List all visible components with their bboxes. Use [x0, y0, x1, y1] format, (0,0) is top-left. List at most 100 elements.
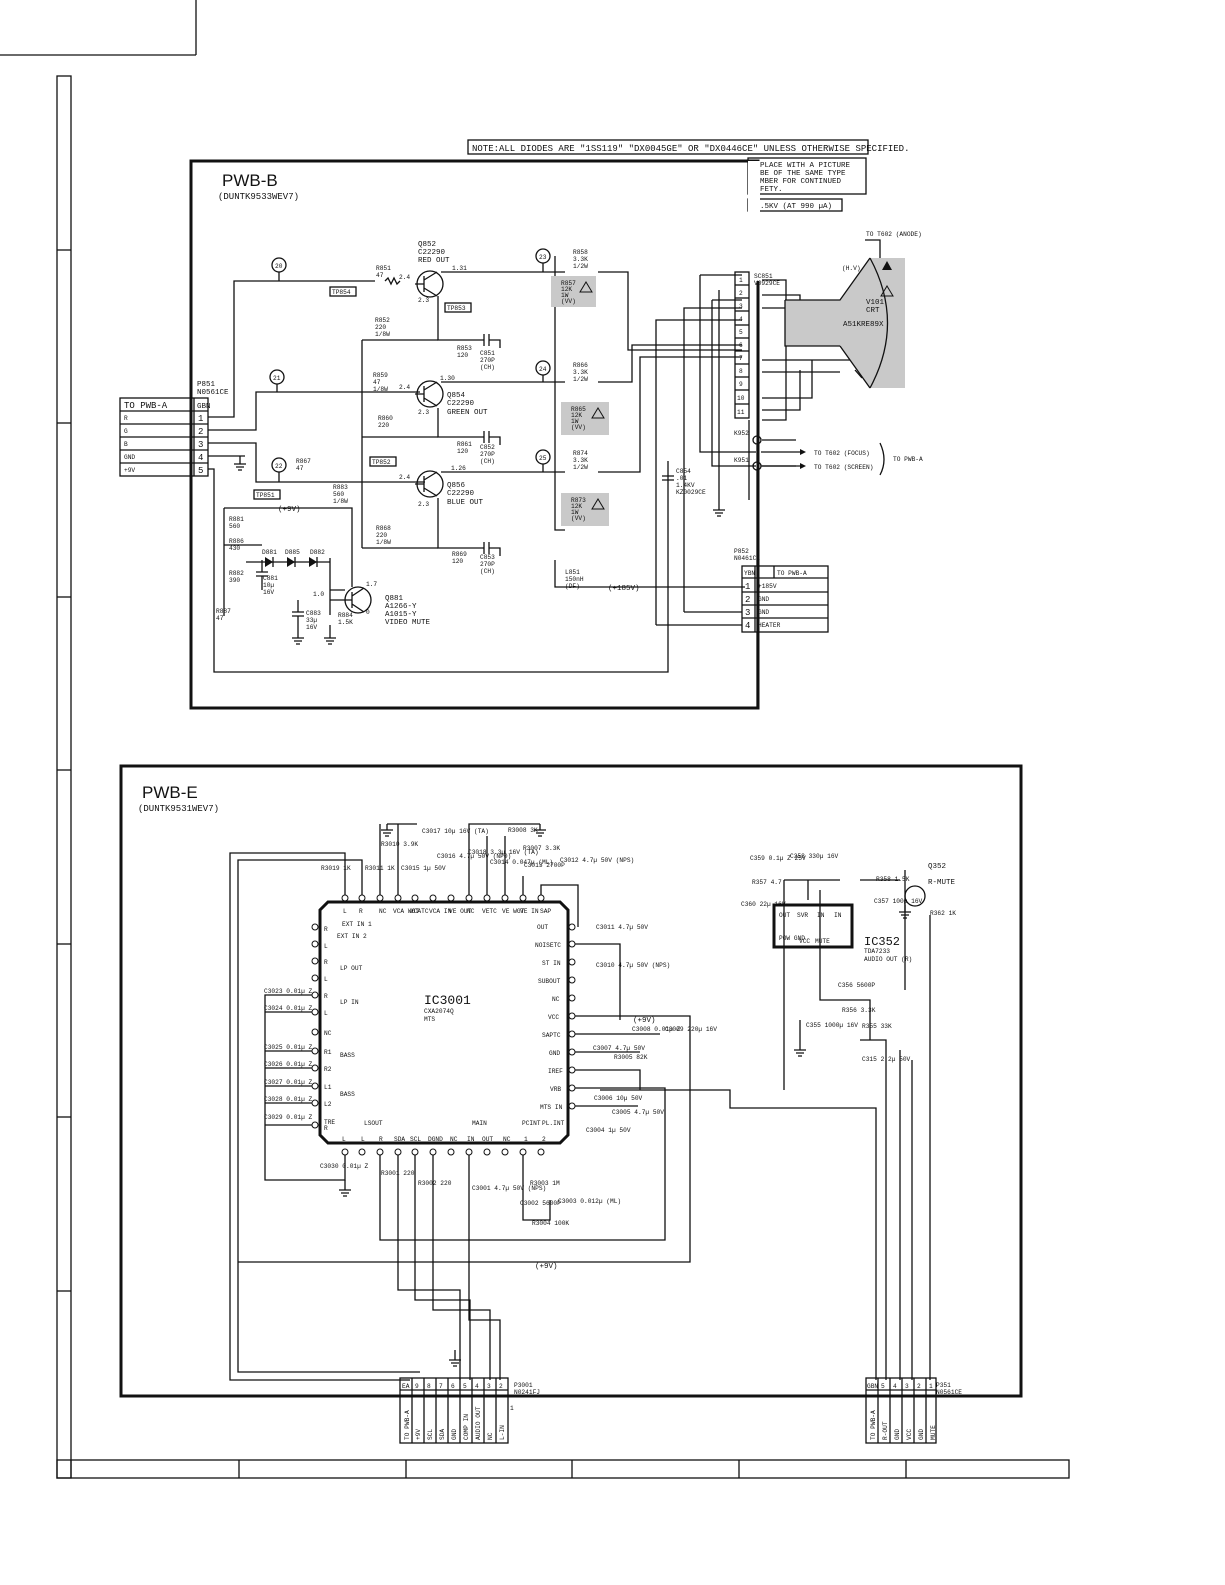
svg-text:EA: EA [402, 1383, 410, 1390]
svg-text:LSOUT: LSOUT [364, 1120, 383, 1127]
svg-text:220: 220 [376, 532, 387, 539]
svg-text:C3011 4.7µ 50V: C3011 4.7µ 50V [596, 924, 648, 931]
svg-text:TO PWB-A: TO PWB-A [124, 401, 168, 411]
svg-text:3: 3 [905, 1383, 909, 1390]
svg-text:3.3K: 3.3K [573, 457, 588, 464]
svg-text:C3018 3.3µ 16V (TA): C3018 3.3µ 16V (TA) [468, 849, 539, 856]
svg-text:D882: D882 [310, 549, 325, 556]
svg-text:KZ0029CE: KZ0029CE [676, 489, 706, 496]
svg-text:A51KRE89X: A51KRE89X [843, 321, 884, 329]
svg-text:A1015-Y: A1015-Y [385, 611, 417, 619]
svg-text:YBN: YBN [744, 570, 755, 577]
svg-text:C853: C853 [480, 554, 495, 561]
svg-text:1/2W: 1/2W [573, 376, 588, 383]
svg-text:RED OUT: RED OUT [418, 257, 450, 265]
rail-185v: (+185V) [608, 585, 640, 593]
page-frame [0, 0, 1070, 1479]
svg-text:GND: GND [549, 1050, 560, 1057]
svg-text:TRE: TRE [324, 1119, 335, 1126]
svg-text:R884: R884 [338, 612, 353, 619]
svg-text:R873: R873 [571, 497, 586, 504]
svg-text:VRB: VRB [550, 1086, 561, 1093]
svg-text:VETC: VETC [482, 908, 497, 915]
svg-text:390: 390 [229, 577, 240, 584]
svg-text:R3008 3K: R3008 3K [508, 827, 538, 834]
svg-text:R362 1K: R362 1K [930, 910, 956, 917]
svg-text:SAPTC: SAPTC [542, 1032, 561, 1039]
svg-text:R: R [324, 1125, 328, 1132]
svg-text:150nH: 150nH [565, 576, 584, 583]
svg-text:47: 47 [373, 379, 381, 386]
svg-text:C3008 0.01µ Z: C3008 0.01µ Z [632, 1026, 681, 1033]
svg-text:C3016 4.7µ 50V (NP0): C3016 4.7µ 50V (NP0) [437, 853, 511, 860]
svg-text:C881: C881 [263, 575, 278, 582]
svg-text:R1: R1 [324, 1049, 332, 1056]
marker-23: 23 [535, 248, 551, 272]
safety-resistors: R857 12K 1W (VV) R865 12K 1W (VV) R873 1… [551, 276, 609, 526]
svg-text:(VV): (VV) [571, 424, 586, 431]
svg-text:270P: 270P [480, 561, 495, 568]
svg-text:5: 5 [881, 1383, 885, 1390]
svg-text:IC352: IC352 [864, 935, 900, 949]
svg-text:47: 47 [376, 272, 384, 279]
svg-text:TO T602 (FOCUS): TO T602 (FOCUS) [814, 450, 870, 457]
svg-text:1.31: 1.31 [452, 265, 467, 272]
svg-text:TP853: TP853 [447, 305, 466, 312]
svg-text:7: 7 [439, 1383, 443, 1390]
svg-text:R356 3.3K: R356 3.3K [842, 1007, 876, 1014]
connector-p351: P351 N0561CE GBN 5 4 3 2 1 TO PWB-A R-OU… [865, 1377, 962, 1444]
warning-icon [591, 407, 605, 419]
svg-text:1.4KV: 1.4KV [676, 482, 695, 489]
svg-text:R868: R868 [376, 525, 391, 532]
svg-text:POW GND: POW GND [779, 935, 805, 942]
pwb-e-part: (DUNTK9531WEV7) [138, 804, 219, 814]
svg-text:C3029 0.01µ Z: C3029 0.01µ Z [264, 1114, 313, 1121]
svg-text:NUMBER FOR CONTINUED: NUMBER FOR CONTINUED [751, 178, 842, 186]
svg-text:2.3: 2.3 [418, 297, 429, 304]
svg-text:R860: R860 [378, 415, 393, 422]
svg-text:560: 560 [333, 491, 344, 498]
svg-text:VCC: VCC [548, 1014, 559, 1021]
svg-text:TP854: TP854 [332, 289, 351, 296]
svg-text:N0561CE: N0561CE [197, 389, 229, 397]
diode-note-text: NOTE:ALL DIODES ARE "1SS119" "DX0045GE" … [472, 144, 909, 154]
svg-text:C22290: C22290 [418, 249, 446, 257]
svg-text:2: 2 [739, 290, 743, 297]
marker-21: 21 [269, 369, 285, 392]
svg-text:.01: .01 [676, 475, 687, 482]
svg-text:C854: C854 [676, 468, 691, 475]
svg-text:R3019 1K: R3019 1K [321, 865, 351, 872]
svg-text:4: 4 [475, 1383, 479, 1390]
safety-note: REPLACE WITH A PICTURE TUBE OF THE SAME … [747, 157, 867, 212]
svg-text:A1266-Y: A1266-Y [385, 603, 417, 611]
svg-text:R886: R886 [229, 538, 244, 545]
svg-text:BLUE OUT: BLUE OUT [447, 499, 484, 507]
svg-text:C3028 0.01µ Z: C3028 0.01µ Z [264, 1096, 313, 1103]
svg-text:C360 22µ 16V: C360 22µ 16V [741, 901, 786, 908]
svg-text:R3001 220: R3001 220 [381, 1170, 415, 1177]
svg-text:33µ: 33µ [306, 617, 317, 624]
svg-text:C3026 0.01µ Z: C3026 0.01µ Z [264, 1061, 313, 1068]
svg-text:R: R [124, 415, 128, 422]
svg-text:ST IN: ST IN [542, 960, 561, 967]
warning-icon [579, 281, 593, 293]
svg-text:L1: L1 [324, 1084, 332, 1091]
svg-text:R869: R869 [452, 551, 467, 558]
marker-22: 22 [271, 457, 287, 482]
svg-text:(VV): (VV) [571, 515, 586, 522]
svg-text:SCL: SCL [410, 1136, 421, 1143]
svg-text:VCA WGT: VCA WGT [393, 908, 419, 915]
connector-p3001: P3001 N0241FJ EA 9 8 7 6 5 4 3 2 1 TO PW… [399, 1377, 540, 1444]
svg-text:2.3: 2.3 [418, 501, 429, 508]
marker-25: 25 [535, 449, 551, 472]
svg-text:16V: 16V [306, 624, 317, 631]
svg-text:1.7: 1.7 [366, 581, 377, 588]
svg-text:1.5K: 1.5K [338, 619, 353, 626]
svg-text:1.26: 1.26 [451, 465, 466, 472]
svg-text:(CH): (CH) [480, 568, 495, 575]
svg-text:(H.V): (H.V) [842, 265, 861, 272]
svg-text:R887: R887 [216, 608, 231, 615]
svg-text:R3010 3.9K: R3010 3.9K [381, 841, 418, 848]
svg-text:1/8W: 1/8W [375, 331, 390, 338]
svg-text:4: 4 [745, 621, 750, 631]
